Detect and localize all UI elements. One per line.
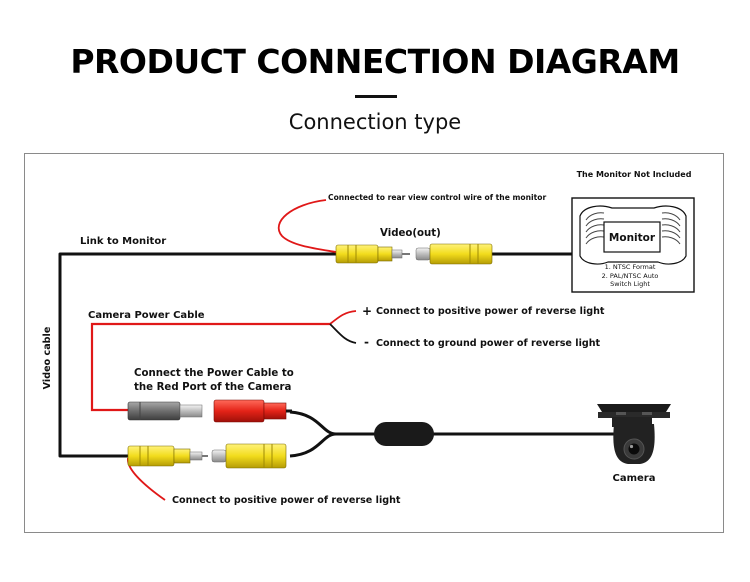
video-cable-label: Video cable xyxy=(42,326,53,389)
page-title: PRODUCT CONNECTION DIAGRAM xyxy=(70,42,680,81)
grey-power-plug xyxy=(127,401,203,421)
camera-power-cable-label: Camera Power Cable xyxy=(88,310,205,321)
title-underline xyxy=(355,95,397,98)
camera-illustration xyxy=(597,404,671,464)
video-out-female-plug xyxy=(415,243,493,265)
page-subtitle: Connection type xyxy=(288,110,462,134)
minus-sign: - xyxy=(364,335,369,349)
inline-capsule xyxy=(374,422,434,446)
reverse-light-wires xyxy=(329,310,357,344)
bottom-yellow-female-plug xyxy=(211,443,287,469)
bottom-positive-label: Connect to positive power of reverse lig… xyxy=(172,495,401,506)
video-out-label: Video(out) xyxy=(380,228,441,239)
monitor-illustration xyxy=(571,197,695,293)
camera-power-wire xyxy=(90,322,330,412)
merge-cables xyxy=(289,410,614,458)
rear-view-wire-label: Connected to rear view control wire of t… xyxy=(328,193,546,202)
monitor-note-pal-line2: Switch Light xyxy=(610,280,650,288)
rear-view-control-wire xyxy=(277,199,337,253)
monitor-note-ntsc: 1. NTSC Format xyxy=(605,263,656,271)
plus-sign: + xyxy=(362,304,372,318)
bottom-yellow-male-plug xyxy=(127,445,208,467)
monitor-not-included-label: The Monitor Not Included xyxy=(577,170,692,179)
red-port-label-line2: the Red Port of the Camera xyxy=(134,382,292,393)
camera-label: Camera xyxy=(613,473,656,484)
positive-power-label: Connect to positive power of reverse lig… xyxy=(376,306,605,317)
video-cable xyxy=(58,252,572,458)
red-port-label-line1: Connect the Power Cable to xyxy=(134,368,294,379)
monitor-screen-label: Monitor xyxy=(609,232,656,244)
red-power-plug xyxy=(213,399,292,423)
link-to-monitor-label: Link to Monitor xyxy=(80,236,166,247)
video-out-male-plug xyxy=(335,244,410,264)
monitor-note-pal-line1: 2. PAL/NTSC Auto xyxy=(602,272,659,280)
diagram-frame xyxy=(24,153,724,533)
ground-power-label: Connect to ground power of reverse light xyxy=(376,338,601,349)
